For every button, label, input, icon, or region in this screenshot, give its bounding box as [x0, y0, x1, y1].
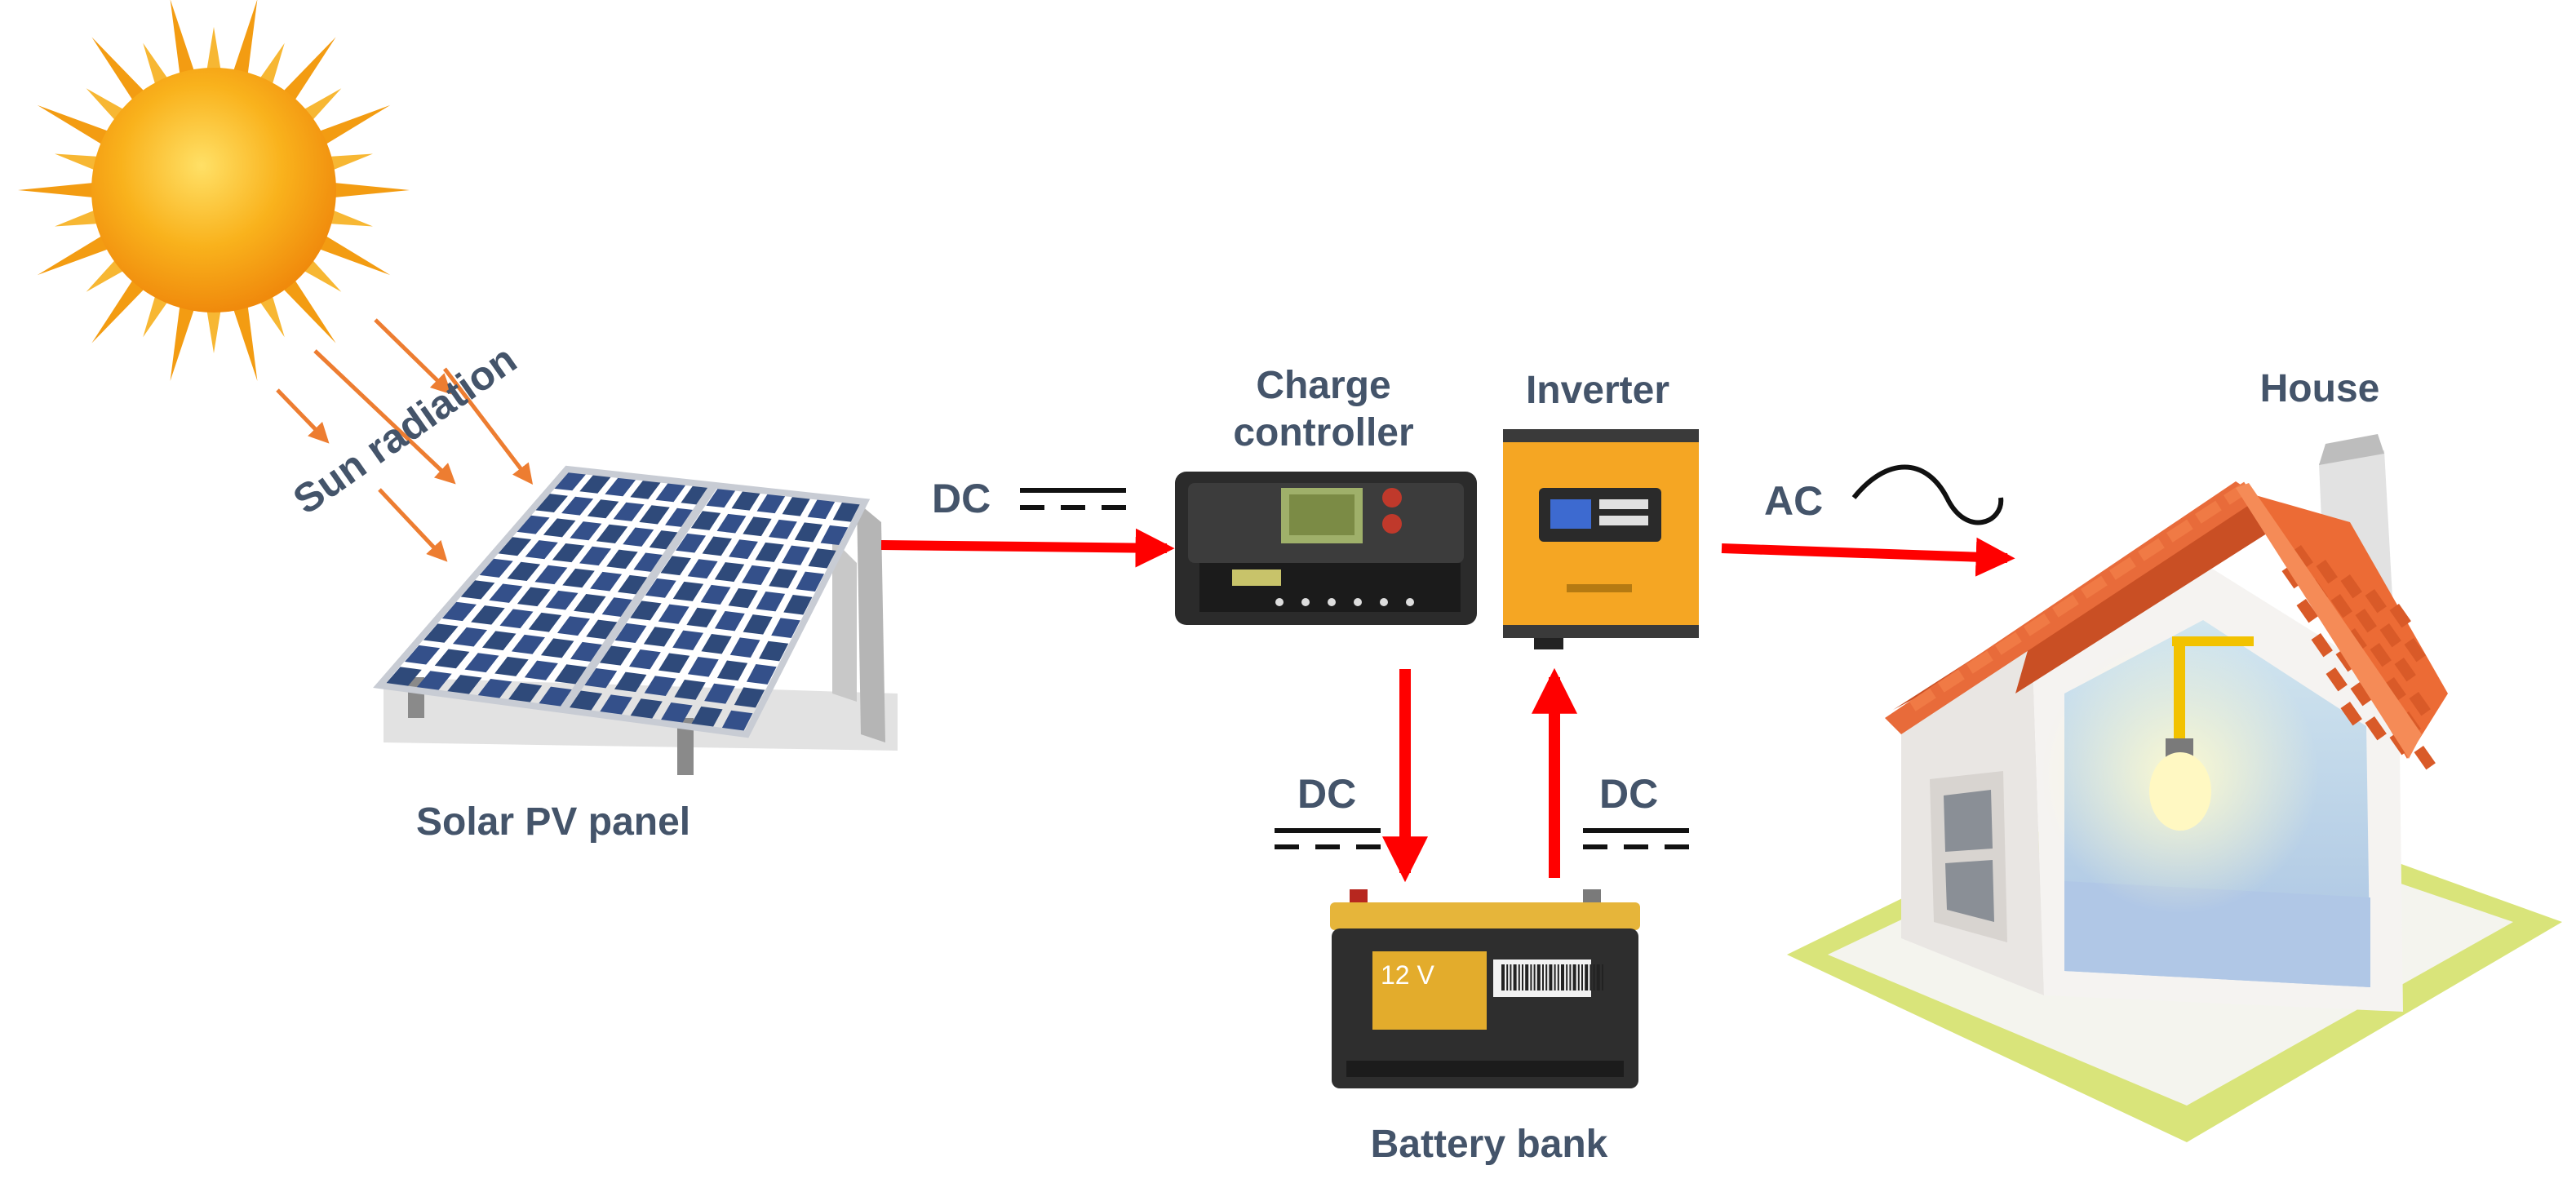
- radiation-ray: [378, 488, 448, 562]
- ac-sine-icon: [1851, 464, 2004, 525]
- charge-controller-icon: [1175, 472, 1477, 625]
- dc-label-battery-inverter: DC: [1599, 771, 1658, 817]
- arrow-inverter-to-house: [1721, 537, 2015, 577]
- radiation-ray: [276, 388, 330, 444]
- battery-voltage-label: 12 V: [1381, 960, 1434, 990]
- dc-symbol-icon: [1275, 828, 1381, 849]
- radiation-ray: [374, 318, 452, 395]
- dc-symbol-icon: [1583, 828, 1689, 849]
- radiation-ray: [313, 349, 456, 485]
- charge-controller-label-line1: Charge: [1256, 364, 1390, 407]
- house-icon: [1787, 434, 2562, 1142]
- dc-label-panel: DC: [932, 476, 991, 521]
- ac-label: AC: [1764, 478, 1823, 524]
- inverter-icon: [1503, 429, 1699, 649]
- dc-symbol-icon: [1020, 488, 1126, 510]
- dc-label-controller-battery: DC: [1297, 771, 1356, 817]
- solar-panel-label: Solar PV panel: [416, 800, 690, 844]
- arrow-panel-to-controller: [880, 528, 1175, 568]
- inverter-label: Inverter: [1526, 369, 1669, 412]
- radiation-ray: [443, 367, 534, 485]
- solar-panel-icon: [373, 465, 898, 775]
- battery-bank-label: Battery bank: [1371, 1123, 1608, 1166]
- charge-controller-label-line2: controller: [1233, 411, 1413, 454]
- battery-icon: [1330, 889, 1640, 1088]
- sun-icon: [18, 0, 410, 381]
- house-label: House: [2260, 367, 2380, 410]
